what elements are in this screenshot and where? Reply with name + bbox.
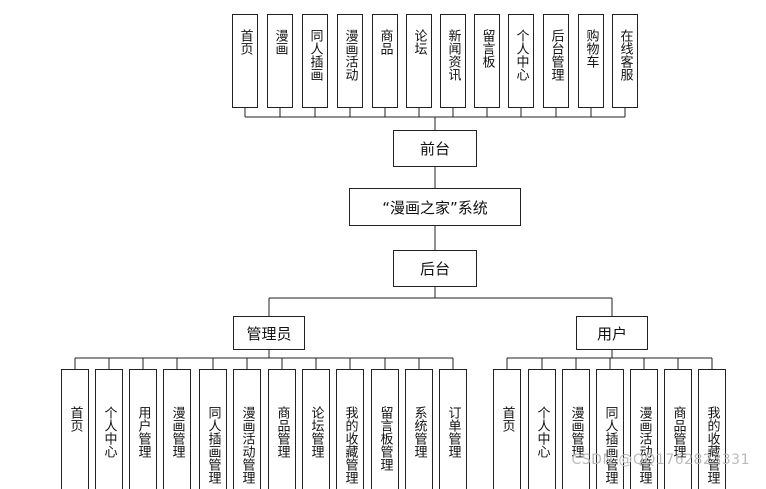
module-box: 新闻资讯 bbox=[440, 14, 466, 108]
module-box: 首页 bbox=[493, 369, 521, 489]
module-box: 同人插画管理 bbox=[199, 369, 227, 489]
watermark: CSDN @QQ1762823331 bbox=[571, 452, 750, 468]
module-box: 首页 bbox=[61, 369, 89, 489]
module-box: 后台管理 bbox=[543, 14, 569, 108]
module-box: 商品管理 bbox=[268, 369, 296, 489]
module-box: 我的收藏管理 bbox=[698, 369, 726, 489]
module-box: 我的收藏管理 bbox=[336, 369, 364, 489]
module-box: 个人中心 bbox=[508, 14, 534, 108]
module-box: 论坛管理 bbox=[302, 369, 330, 489]
module-box: 订单管理 bbox=[439, 369, 467, 489]
admin-node: 管理员 bbox=[233, 316, 305, 350]
connector-lines bbox=[74, 108, 713, 369]
system-node: “漫画之家”系统 bbox=[349, 188, 521, 226]
module-box: 漫画 bbox=[267, 14, 293, 108]
module-box: 个人中心 bbox=[528, 369, 556, 489]
module-box: 购物车 bbox=[578, 14, 604, 108]
module-box: 漫画管理 bbox=[163, 369, 191, 489]
module-box: 漫画活动管理 bbox=[233, 369, 261, 489]
module-box: 漫画管理 bbox=[562, 369, 590, 489]
module-box: 漫画活动 bbox=[337, 14, 363, 108]
user-node: 用户 bbox=[576, 316, 648, 350]
module-box: 同人插画 bbox=[302, 14, 328, 108]
front-node: 前台 bbox=[393, 130, 477, 167]
module-box: 漫画活动管理 bbox=[630, 369, 658, 489]
module-box: 个人中心 bbox=[95, 369, 123, 489]
module-box: 商品管理 bbox=[664, 369, 692, 489]
module-box: 留言板 bbox=[474, 14, 500, 108]
module-box: 用户管理 bbox=[129, 369, 157, 489]
module-box: 商品 bbox=[372, 14, 398, 108]
module-box: 系统管理 bbox=[405, 369, 433, 489]
module-box: 论坛 bbox=[406, 14, 432, 108]
system-structure-diagram: 首页漫画同人插画漫画活动商品论坛新闻资讯留言板个人中心后台管理购物车在线客服 前… bbox=[61, 14, 750, 489]
back-node: 后台 bbox=[393, 250, 477, 287]
module-box: 留言板管理 bbox=[371, 369, 399, 489]
module-box: 首页 bbox=[232, 14, 258, 108]
module-box: 在线客服 bbox=[612, 14, 638, 108]
module-box: 同人插画管理 bbox=[596, 369, 624, 489]
